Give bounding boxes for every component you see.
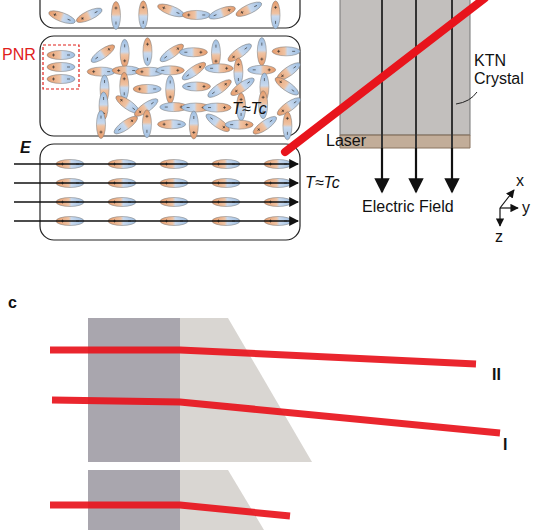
dipole <box>272 47 300 56</box>
laser-beam <box>285 0 485 152</box>
beam-label: I <box>503 436 507 454</box>
crystal-section <box>88 470 180 530</box>
dipole <box>112 113 140 136</box>
dipole <box>283 112 292 140</box>
beam-label: II <box>492 366 501 384</box>
dipole <box>158 120 186 129</box>
axis-label: x <box>516 172 524 190</box>
dipole <box>234 0 263 19</box>
crystal-label: KTN Crystal <box>474 52 534 87</box>
dipole <box>207 4 236 22</box>
panel <box>40 144 300 240</box>
panel <box>40 0 300 28</box>
dipole <box>139 1 148 29</box>
temperature-label: T≈Tc <box>305 174 340 192</box>
dipole <box>180 59 208 82</box>
dipole <box>225 120 253 129</box>
dipole <box>189 111 198 139</box>
prism <box>180 470 270 530</box>
dipole <box>133 84 161 93</box>
crystal-section <box>88 318 180 462</box>
dipole <box>182 10 210 19</box>
panel <box>40 36 300 136</box>
field-arrows <box>382 148 452 192</box>
dipole <box>273 74 301 97</box>
dipole <box>75 5 104 25</box>
field-label: E <box>20 139 31 157</box>
dipole <box>206 77 234 100</box>
laser-label: Laser <box>326 132 366 150</box>
prism <box>180 318 312 462</box>
dipole <box>96 111 105 139</box>
dipole <box>87 67 115 76</box>
dipoles <box>47 0 303 226</box>
dipole <box>251 114 279 137</box>
beams <box>50 350 500 433</box>
dipole <box>47 75 75 84</box>
dipole <box>143 38 152 66</box>
dipole <box>179 48 207 57</box>
dipole <box>211 40 220 68</box>
dipole <box>166 76 175 104</box>
dipole <box>271 1 280 29</box>
leader-line <box>456 92 477 104</box>
temperature-label: T≈Tc <box>232 100 267 118</box>
region-label: PNR <box>2 46 36 64</box>
dipole <box>89 42 117 65</box>
dipole <box>203 103 231 112</box>
dipole <box>182 82 210 91</box>
dipole <box>120 39 129 67</box>
dipole <box>205 64 233 73</box>
field-label: Electric Field <box>362 198 454 216</box>
dipole <box>47 51 75 60</box>
axes <box>500 190 518 226</box>
field-arrows <box>14 164 298 221</box>
dipole <box>248 65 276 74</box>
dipole <box>156 1 185 19</box>
pnr-box <box>43 45 79 89</box>
dipole <box>142 110 151 138</box>
dipole <box>47 63 75 72</box>
dipole <box>111 2 120 30</box>
axis-label: y <box>522 199 530 217</box>
axis-label: z <box>495 228 503 246</box>
dipole <box>47 8 76 26</box>
panel-letter: c <box>8 294 17 312</box>
dipole <box>156 66 184 75</box>
beam <box>50 505 290 516</box>
dipole <box>257 38 266 66</box>
